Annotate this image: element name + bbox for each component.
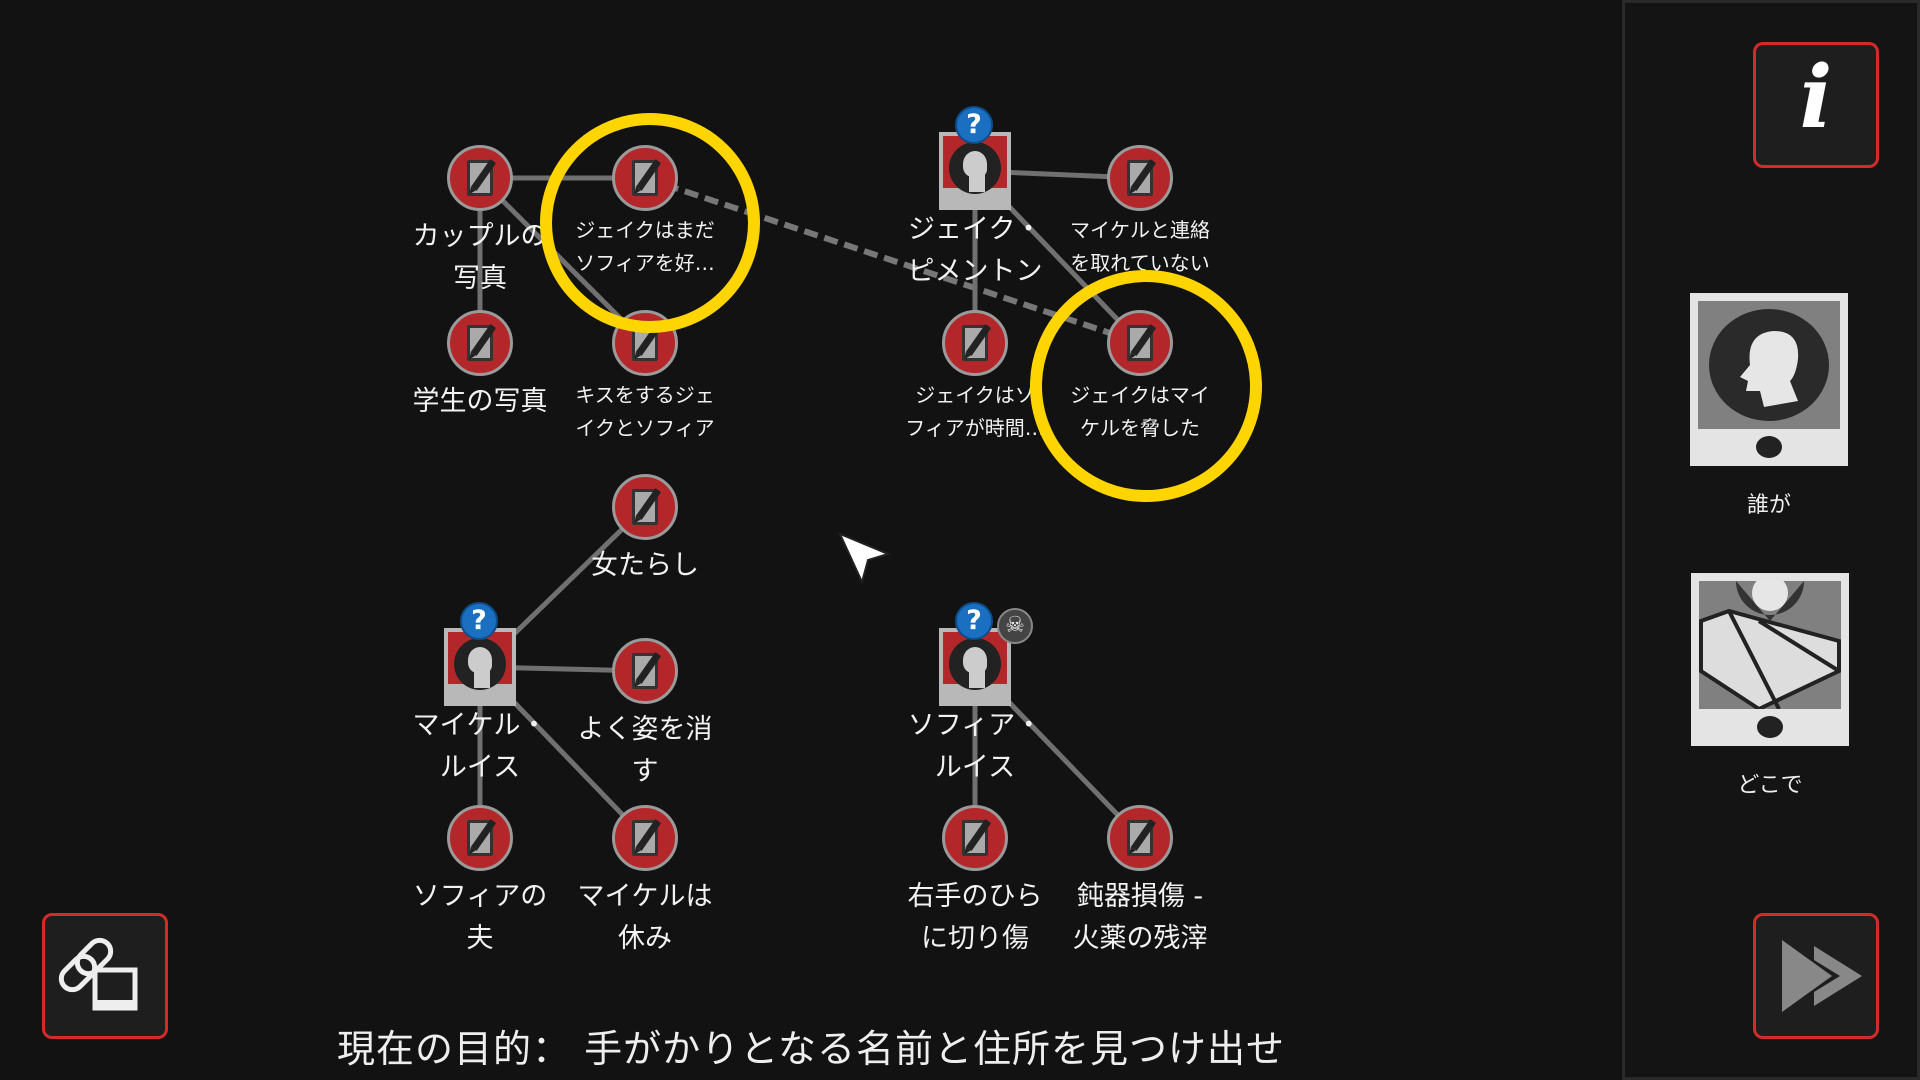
clue-node-threat[interactable]: [1107, 310, 1173, 376]
clue-node-disappears[interactable]: [612, 638, 678, 704]
link-mode-button[interactable]: [42, 913, 168, 1039]
question-badge-icon: ?: [955, 106, 993, 144]
couple-label: カップルの 写真: [412, 221, 548, 294]
info-button[interactable]: i: [1753, 42, 1879, 168]
clue-node-blunt[interactable]: [1107, 805, 1173, 871]
person-card-michael[interactable]: ?: [444, 602, 516, 706]
skull-icon: ☠: [997, 608, 1033, 644]
time-label: ジェイクはソ フィアが時間…: [905, 383, 1045, 440]
sophia-label: ソフィア・ ルイス: [907, 710, 1043, 783]
question-badge-icon: ?: [955, 602, 993, 640]
fast-forward-button[interactable]: [1753, 913, 1879, 1039]
disappears-label: よく姿を消 す: [577, 714, 713, 787]
clue-node-day_off[interactable]: [612, 805, 678, 871]
clue-node-student[interactable]: [447, 310, 513, 376]
day_off-label: マイケルは 休み: [577, 881, 713, 954]
threat-label: ジェイクはマイ ケルを脅した: [1070, 383, 1210, 440]
mouse-cursor-icon: [838, 532, 891, 585]
person-card-sophia[interactable]: ?☠: [939, 602, 1033, 706]
who-slot[interactable]: [1690, 293, 1848, 466]
fast-forward-icon: [1782, 940, 1862, 1012]
clue-node-womanizer[interactable]: [612, 474, 678, 540]
clue-node-cut[interactable]: [942, 805, 1008, 871]
still_likes-label: ジェイクはまだ ソフィアを好…: [575, 218, 715, 275]
current-objective: 現在の目的： 手がかりとなる名前と住所を見つけ出せ: [337, 1027, 1285, 1071]
michael-label: マイケル・ ルイス: [412, 710, 548, 783]
kiss-label: キスをするジェ イクとソフィア: [575, 383, 715, 440]
clue-node-couple[interactable]: [447, 145, 513, 211]
cut-label: 右手のひら に切り傷: [907, 881, 1043, 954]
person-head-icon: [454, 638, 506, 690]
no_contact-label: マイケルと連絡 を取れていない: [1070, 218, 1210, 275]
blunt-label: 鈍器損傷 - 火薬の残滓: [1072, 881, 1208, 954]
clue-node-still_likes[interactable]: [612, 145, 678, 211]
clue-node-time[interactable]: [942, 310, 1008, 376]
deduction-board: カップルの 写真ジェイクはまだ ソフィアを好… 学生の写真キスをするジェ イクとソ…: [0, 0, 1622, 1080]
jake-label: ジェイク・ ピメントン: [907, 214, 1043, 287]
link-still_likes-threat: [644, 175, 1141, 346]
person-head-icon: [1709, 309, 1829, 421]
clue-node-kiss[interactable]: [612, 310, 678, 376]
chain-link-icon: [58, 937, 138, 1011]
who-label: 誰が: [1746, 493, 1791, 518]
person-card-jake[interactable]: ?: [939, 106, 1011, 210]
where-label: どこで: [1737, 773, 1803, 798]
person-head-icon: [949, 142, 1001, 194]
student-label: 学生の写真: [412, 386, 548, 417]
info-icon: i: [1799, 47, 1833, 148]
side-panel: i 誰が どこで: [1622, 0, 1920, 1080]
clue-node-husband[interactable]: [447, 805, 513, 871]
connection-lines: [477, 168, 1142, 840]
question-badge-icon: ?: [460, 602, 498, 640]
where-slot[interactable]: [1691, 573, 1849, 746]
map-pin-icon: [1699, 581, 1841, 709]
husband-label: ソフィアの 夫: [412, 881, 548, 954]
clue-node-no_contact[interactable]: [1107, 145, 1173, 211]
person-head-icon: [949, 638, 1001, 690]
womanizer-label: 女たらし: [591, 550, 699, 581]
